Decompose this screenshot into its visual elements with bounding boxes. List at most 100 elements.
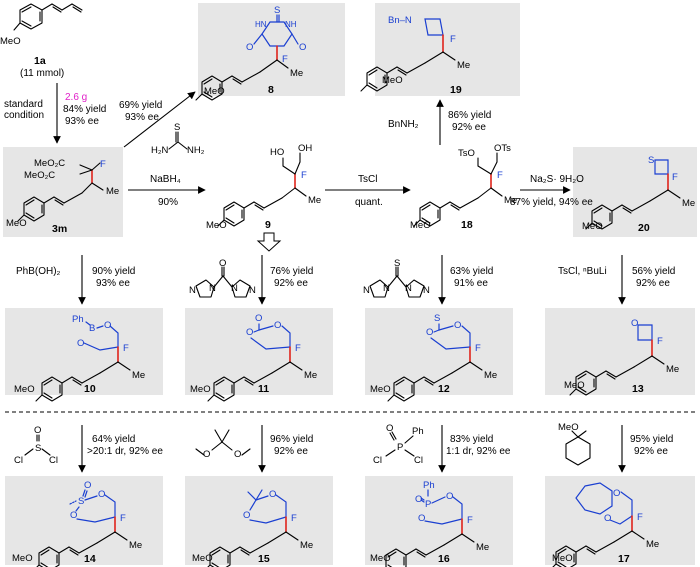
svg-text:Me: Me <box>106 186 119 197</box>
svg-text:N: N <box>189 285 196 296</box>
svg-text:MeO: MeO <box>370 553 391 564</box>
svg-text:P: P <box>397 442 403 453</box>
panel-20 <box>573 147 697 237</box>
svg-text:92% ee: 92% ee <box>636 278 670 289</box>
svg-text:S: S <box>35 443 41 454</box>
svg-text:MeO: MeO <box>370 384 391 395</box>
svg-text:Cl: Cl <box>49 455 58 466</box>
svg-text:Me: Me <box>504 195 517 206</box>
svg-text:HN: HN <box>255 20 267 29</box>
svg-text:56% yield: 56% yield <box>632 266 675 277</box>
svg-text:NH: NH <box>285 20 297 29</box>
panel-3m <box>3 147 123 237</box>
svg-text:N: N <box>249 285 256 296</box>
svg-text:MeO: MeO <box>190 384 211 395</box>
svg-text:TsCl, ⁿBuLi: TsCl, ⁿBuLi <box>558 266 607 277</box>
cdi-reagent: O N N N N <box>189 258 256 298</box>
open-arrow-9 <box>256 232 282 252</box>
svg-text:O: O <box>426 327 433 338</box>
svg-text:O: O <box>70 510 77 521</box>
structure-11: O O O F Me MeO <box>190 313 317 402</box>
svg-text:NaBH₄: NaBH₄ <box>150 174 181 185</box>
svg-text:MeO: MeO <box>582 221 603 232</box>
svg-text:F: F <box>282 54 288 65</box>
cond-standard: standard <box>4 99 43 110</box>
svg-text:>20:1 dr, 92% ee: >20:1 dr, 92% ee <box>87 446 163 457</box>
svg-text:O: O <box>613 488 620 499</box>
svg-text:N: N <box>231 283 238 294</box>
svg-text:N: N <box>209 283 216 294</box>
svg-text:H₂N: H₂N <box>151 145 169 156</box>
svg-text:O: O <box>84 480 91 491</box>
svg-text:Me: Me <box>290 68 303 79</box>
panel-8 <box>198 3 345 96</box>
label-16: 16 <box>438 553 450 565</box>
svg-text:O: O <box>454 320 461 331</box>
label-12: 12 <box>438 383 450 395</box>
svg-text:O: O <box>203 449 210 460</box>
svg-text:MeO₂C: MeO₂C <box>34 158 65 169</box>
svg-text:Me: Me <box>646 539 659 550</box>
svg-text:TsO: TsO <box>458 148 475 159</box>
dimethoxycyclohexane: MeO <box>558 422 591 466</box>
svg-text:MeO: MeO <box>192 553 213 564</box>
svg-text:93% ee: 93% ee <box>125 112 159 123</box>
structure-13: O F Me MeO <box>564 318 679 396</box>
svg-text:F: F <box>301 170 307 181</box>
svg-text:Me: Me <box>129 540 142 551</box>
svg-text:F: F <box>123 343 129 354</box>
svg-text:O: O <box>269 489 276 500</box>
svg-text:Me: Me <box>300 540 313 551</box>
svg-text:Me: Me <box>308 195 321 206</box>
svg-text:O: O <box>631 318 638 329</box>
svg-text:O: O <box>299 42 306 53</box>
svg-text:MeO: MeO <box>564 380 585 391</box>
svg-text:93% ee: 93% ee <box>96 278 130 289</box>
svg-text:F: F <box>637 512 643 523</box>
svg-text:MeO: MeO <box>14 384 35 395</box>
meo-label: MeO <box>0 36 21 47</box>
label-11: 11 <box>258 383 269 395</box>
svg-text:87% yield, 94% ee: 87% yield, 94% ee <box>510 197 593 208</box>
thionyl-chloride: O S Cl Cl <box>14 425 58 466</box>
svg-text:96% yield: 96% yield <box>270 434 313 445</box>
label-8: 8 <box>268 84 274 96</box>
svg-text:Me: Me <box>457 60 470 71</box>
svg-text:O: O <box>386 423 393 434</box>
svg-text:O: O <box>246 42 253 53</box>
label-19: 19 <box>450 84 462 96</box>
svg-text:Me: Me <box>682 198 695 209</box>
svg-text:MeO: MeO <box>382 75 403 86</box>
arrow-3m-8 <box>123 91 196 148</box>
svg-text:N: N <box>363 285 370 296</box>
svg-text:F: F <box>672 172 678 183</box>
panel-16 <box>365 476 513 565</box>
svg-text:S: S <box>174 122 180 133</box>
label-10: 10 <box>84 383 96 395</box>
svg-text:S: S <box>274 5 280 16</box>
cond-condition: condition <box>4 110 44 121</box>
svg-text:S: S <box>434 313 440 324</box>
svg-text:Me: Me <box>476 542 489 553</box>
dimethoxypropane: O O <box>195 429 251 460</box>
svg-text:S: S <box>78 496 84 507</box>
svg-text:83% yield: 83% yield <box>450 434 493 445</box>
structure-10: Ph B O O F Me MeO <box>14 314 145 402</box>
structure-1a: MeO <box>0 3 83 47</box>
svg-text:P: P <box>425 499 431 510</box>
svg-text:95% yield: 95% yield <box>630 434 673 445</box>
svg-text:O: O <box>604 513 611 524</box>
panel-13 <box>545 308 695 395</box>
svg-text:S: S <box>394 258 400 269</box>
svg-text:MeO: MeO <box>558 422 579 433</box>
svg-text:63% yield: 63% yield <box>450 266 493 277</box>
structure-12: S O O F Me MeO <box>370 313 497 402</box>
cond-scale: 2.6 g <box>65 92 87 103</box>
svg-text:N: N <box>405 283 412 294</box>
svg-text:76% yield: 76% yield <box>270 266 313 277</box>
svg-text:N: N <box>383 283 390 294</box>
svg-text:O: O <box>34 425 41 436</box>
structure-17: O O F Me MeO <box>549 482 659 567</box>
svg-text:Me: Me <box>132 370 145 381</box>
